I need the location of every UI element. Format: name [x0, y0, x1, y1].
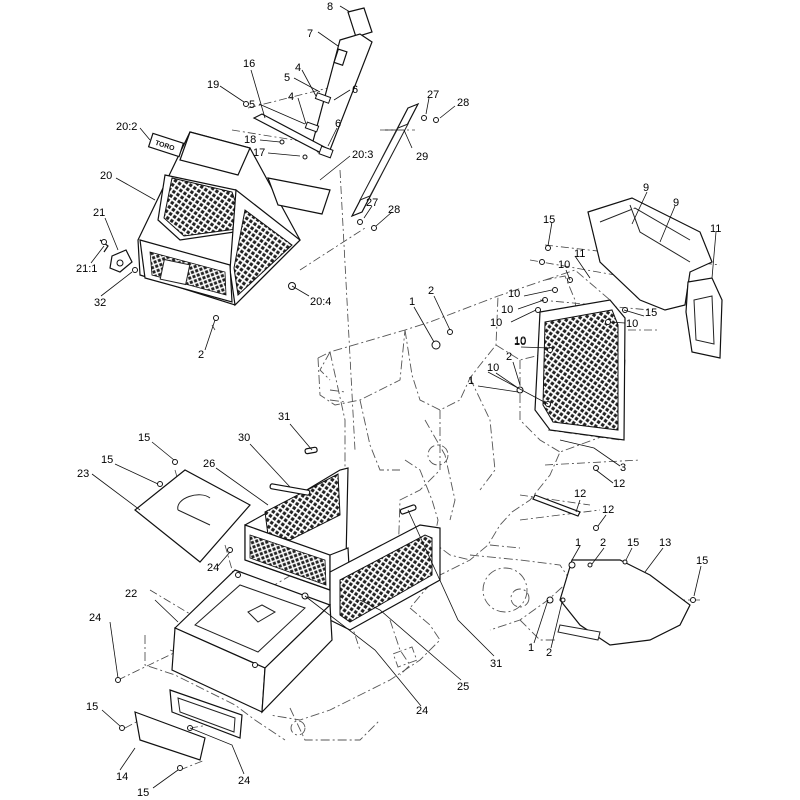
- callout-20-2: 20:2: [116, 121, 137, 133]
- callout-2-hood: 2: [198, 349, 204, 361]
- callout-20: 20: [100, 170, 112, 182]
- callout-26: 26: [203, 458, 215, 470]
- lower-chassis-part-22: [171, 547, 333, 714]
- callout-12-b: 12: [574, 488, 586, 500]
- callout-7: 7: [307, 28, 313, 40]
- callout-11-left: 11: [574, 248, 585, 260]
- handle-grip-part-8: [347, 7, 373, 38]
- callout-15-bottom: 15: [137, 787, 149, 799]
- callout-21: 21: [93, 207, 105, 219]
- side-cover-part-9: [587, 197, 713, 311]
- latch-part-21: [99, 239, 138, 273]
- callout-14: 14: [116, 771, 128, 783]
- callout-2-shield: 2: [600, 537, 606, 549]
- callout-29: 29: [416, 151, 428, 163]
- callout-5-lower: 5: [249, 99, 255, 111]
- callout-27-upper: 27: [427, 89, 439, 101]
- callout-17: 17: [253, 147, 265, 159]
- callout-1-shield: 1: [575, 537, 581, 549]
- callout-9-left: 9: [643, 182, 649, 194]
- callout-19: 19: [207, 79, 219, 91]
- screw-part-2: [213, 315, 219, 321]
- callout-10-e: 10: [626, 318, 638, 330]
- callout-12-a: 12: [613, 478, 625, 490]
- callout-18: 18: [244, 134, 256, 146]
- belt-shield-part-13: [546, 559, 696, 646]
- callout-1-lower: 1: [528, 642, 534, 654]
- callout-13: 13: [659, 537, 671, 549]
- bottom-plate-part-14: [115, 677, 243, 771]
- callout-6-lower: 6: [335, 118, 341, 130]
- callout-24-bottom: 24: [238, 775, 250, 787]
- radiator-bolts: [431, 245, 628, 531]
- callout-15-bottom-left: 15: [86, 701, 98, 713]
- callout-15-plate-b: 15: [101, 454, 113, 466]
- radiator-screen-part-3: [534, 299, 626, 441]
- cover-plate-part-11: [685, 277, 723, 359]
- callout-4-lower: 4: [288, 91, 294, 103]
- rear-screen-part-26: [244, 467, 351, 591]
- callout-2-upper: 2: [428, 285, 434, 297]
- callout-31-lower: 31: [490, 658, 502, 670]
- callout-4-upper: 4: [295, 62, 301, 74]
- callout-11-right: 11: [710, 223, 721, 235]
- callout-20-4: 20:4: [310, 296, 331, 308]
- callout-30: 30: [238, 432, 250, 444]
- callout-24-upper: 24: [207, 562, 219, 574]
- callout-16: 16: [243, 58, 255, 70]
- callout-10-h: 10: [514, 336, 526, 348]
- callout-6-upper: 6: [352, 84, 358, 96]
- decal-part-20-2: TORO: [147, 132, 185, 158]
- callout-15-shield: 15: [627, 537, 639, 549]
- callout-5-upper: 5: [284, 72, 290, 84]
- callout-22: 22: [125, 588, 137, 600]
- callout-1-mid: 1: [468, 375, 474, 387]
- callout-2-lower: 2: [546, 647, 552, 659]
- callout-10-c: 10: [501, 304, 513, 316]
- callout-2-mid: 2: [506, 351, 512, 363]
- handle-tube-part-7: [311, 33, 373, 153]
- callout-labels: 8 7 4 5 6 4 5 16 19 18 17 6 20:2 20:3 20…: [76, 1, 721, 799]
- callout-10-g: 10: [487, 362, 499, 374]
- callout-10-f: 10: [514, 335, 526, 347]
- callout-25: 25: [457, 681, 469, 693]
- callout-24-center: 24: [416, 705, 428, 717]
- callout-3: 3: [620, 462, 626, 474]
- callout-10-a: 10: [558, 259, 570, 271]
- callout-1-upper: 1: [409, 296, 415, 308]
- callout-9-right: 9: [673, 197, 679, 209]
- callout-21-1: 21:1: [76, 263, 97, 275]
- callout-10-b: 10: [508, 288, 520, 300]
- callout-15-shield-right: 15: [696, 555, 708, 567]
- leader-lines: [90, 5, 717, 789]
- hood-part-20: [137, 131, 331, 307]
- callout-31-upper: 31: [278, 411, 290, 423]
- handle-brackets: [243, 92, 334, 160]
- callout-15-screen: 15: [645, 307, 657, 319]
- gas-strut-part-29: [350, 102, 439, 231]
- callout-10-d: 10: [490, 317, 502, 329]
- callout-20-3: 20:3: [352, 149, 373, 161]
- cover-plate-part-23: [134, 459, 251, 563]
- callout-15-radiator: 15: [543, 214, 555, 226]
- callout-23: 23: [77, 468, 89, 480]
- callout-28-upper: 28: [457, 97, 469, 109]
- callout-12-c: 12: [602, 504, 614, 516]
- callout-24-left: 24: [89, 612, 101, 624]
- callout-8: 8: [327, 1, 333, 13]
- pins-part-30-31: [269, 446, 417, 515]
- callout-27-lower: 27: [366, 197, 378, 209]
- callout-32: 32: [94, 297, 106, 309]
- callout-15-plate-a: 15: [138, 432, 150, 444]
- callout-28-lower: 28: [388, 204, 400, 216]
